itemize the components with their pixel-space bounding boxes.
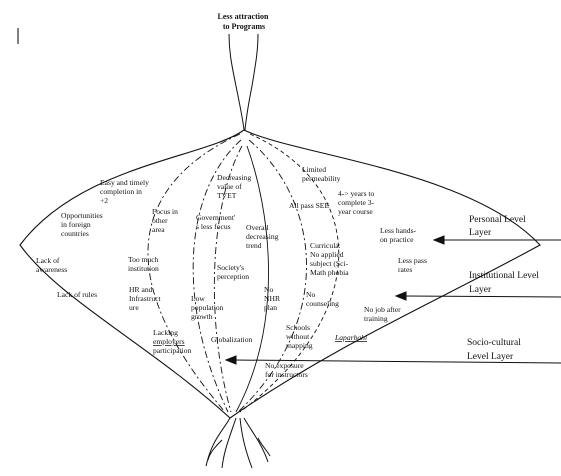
personal-level-layer-label: Personal Level Layer bbox=[469, 215, 528, 238]
factor-no-nhr-plan: No NHR plan bbox=[264, 285, 282, 312]
factor-society-perception: Society's perception bbox=[217, 263, 249, 281]
factor-lacking-employers: Lacking employers participation bbox=[153, 328, 192, 355]
factor-no-exposure: No exposure for instructors bbox=[265, 361, 308, 379]
factor-curricula: Curricula: No applied subject (Sci- Math… bbox=[310, 241, 350, 277]
sociocultural-level-layer-label: Socio-cultural Level Layer bbox=[467, 338, 523, 362]
factor-lack-rules: Lack of rules bbox=[57, 290, 97, 299]
inner-layer-line-left-3 bbox=[213, 145, 243, 413]
factor-hr-infrastructure: HR and Infrastruct ure bbox=[129, 285, 163, 312]
onion-stem bbox=[228, 33, 259, 131]
onion-outer-layer bbox=[19, 129, 541, 419]
factor-limited-permeability: Limited permeability bbox=[302, 165, 341, 183]
diagram-title: Less attraction to Programs bbox=[218, 12, 271, 31]
factor-too-much-institution: Too much institution bbox=[128, 255, 160, 273]
factor-all-pass-see: All pass SEE bbox=[289, 201, 329, 210]
factor-schools-mapping: Schools without mapping bbox=[286, 323, 313, 350]
factor-easy-completion: Easy and timely completion in +2 bbox=[100, 178, 151, 205]
layer-arrows bbox=[224, 235, 561, 365]
factor-no-job-training: No job after training bbox=[364, 305, 403, 323]
inner-layer-line-right-1 bbox=[235, 145, 269, 413]
inner-layer-line-right-3 bbox=[239, 133, 339, 413]
factor-government-focus: Government' s less focus bbox=[196, 213, 237, 231]
inner-layer-line-left-2 bbox=[192, 139, 242, 413]
inner-layer-line-left-1 bbox=[147, 133, 241, 413]
factor-less-hands-on: Less hands- on practice bbox=[380, 226, 418, 244]
factor-low-population: Low population growth bbox=[191, 294, 225, 321]
inner-layer-line-right-2 bbox=[237, 139, 307, 413]
factor-laparbahi: Laparbahi bbox=[334, 333, 367, 342]
factor-less-pass-rates: Less pass rates bbox=[398, 256, 429, 274]
institutional-level-layer-label: Institutional Level Layer bbox=[469, 271, 541, 295]
factor-decreasing-value: Decreasing value of TVET bbox=[217, 173, 253, 200]
factor-overall-trend: Overall decreasing trend bbox=[246, 223, 280, 250]
factor-four-years: 4-> years to complete 3- year course bbox=[338, 189, 376, 216]
factor-globalization: Globalization bbox=[211, 335, 253, 344]
factor-opportunities-foreign: Opportunities in foreign countries bbox=[61, 211, 105, 238]
onion-roots bbox=[205, 417, 271, 469]
factor-lack-awareness: Lack of awareness bbox=[36, 256, 67, 274]
factor-no-counseling: No counseling bbox=[306, 290, 339, 308]
factor-focus-other-area: Focus in other area bbox=[152, 207, 180, 234]
